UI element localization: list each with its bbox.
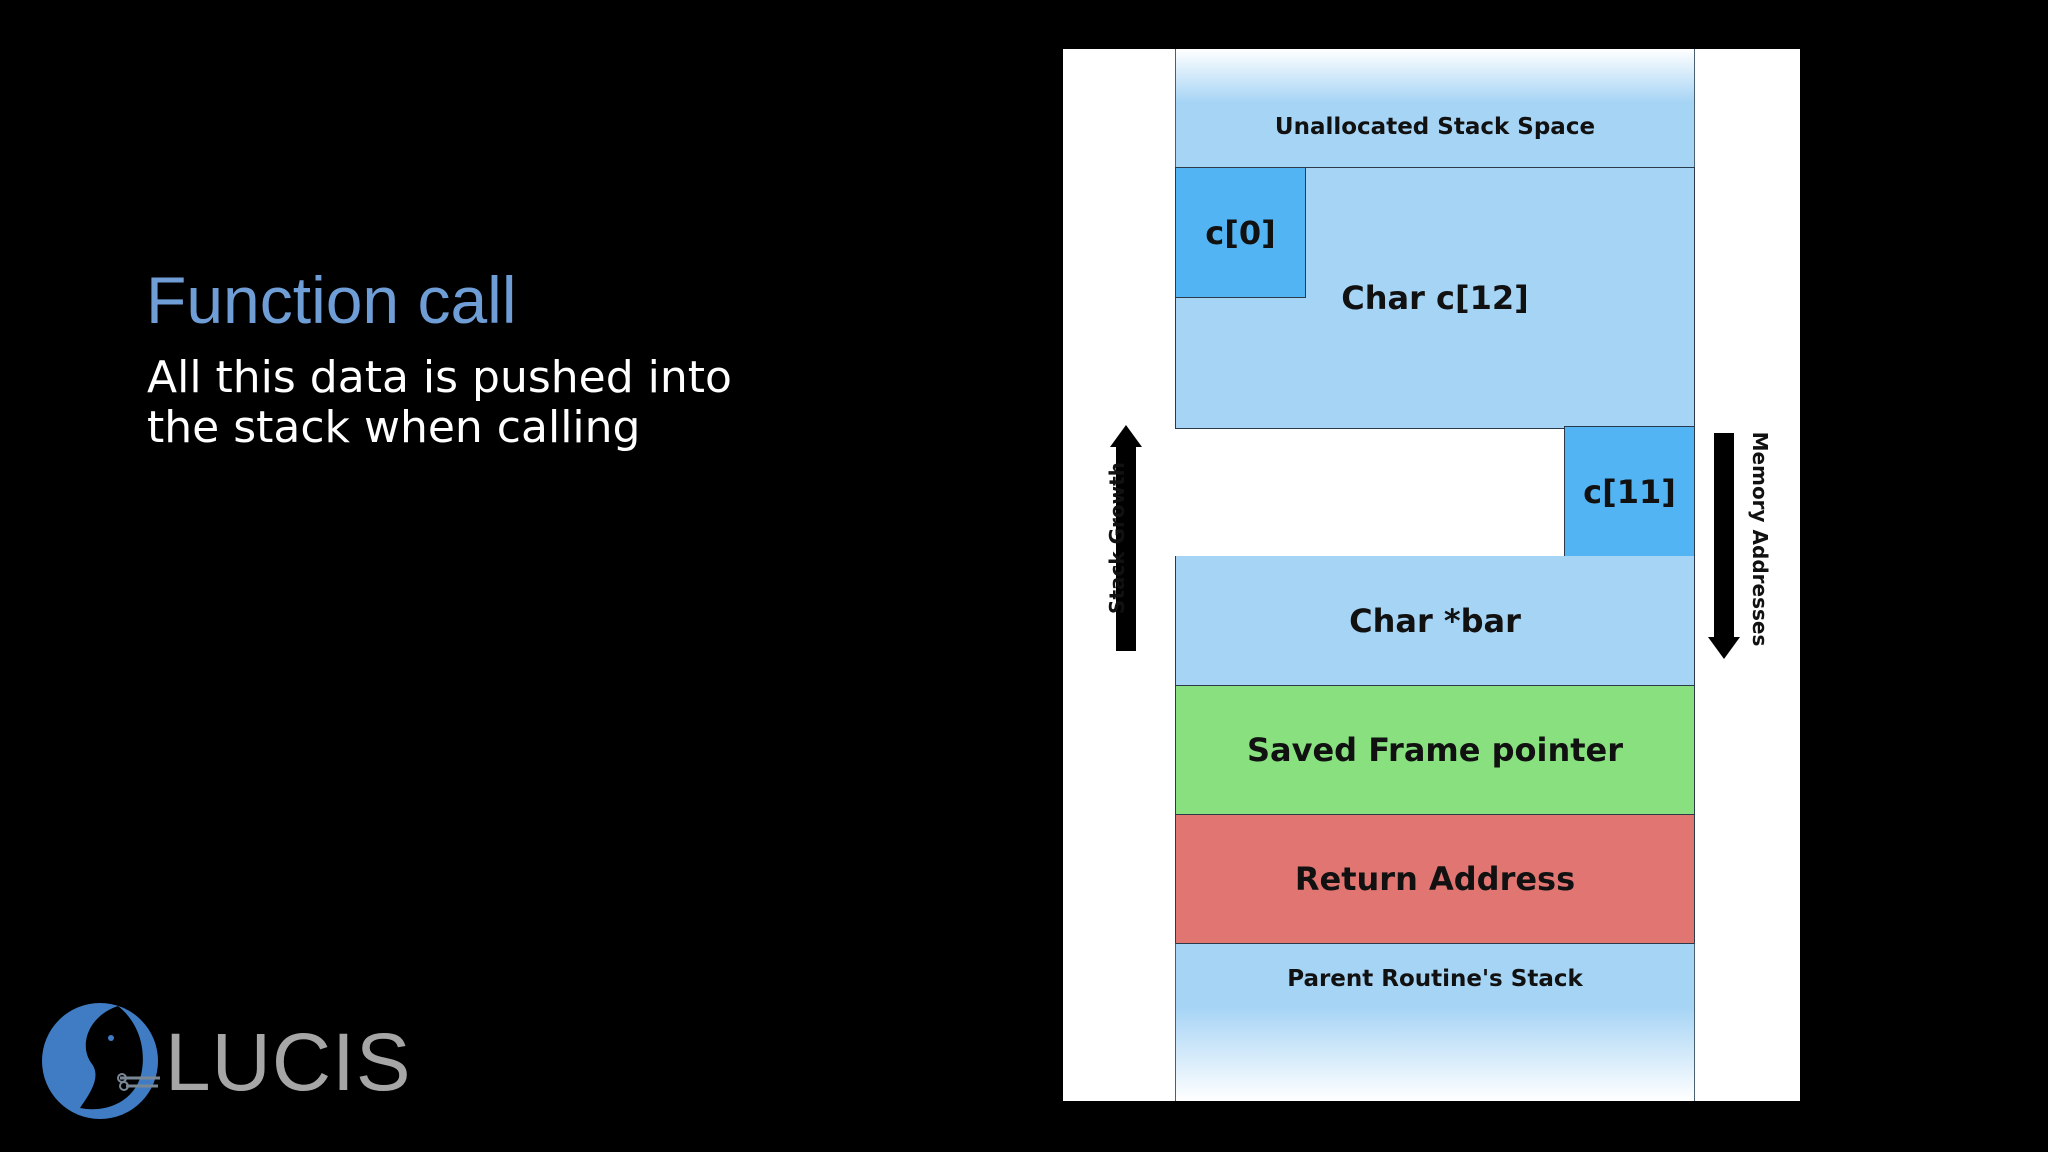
- parent-stack-label: Parent Routine's Stack: [1287, 966, 1583, 992]
- unallocated-stack-block: Unallocated Stack Space: [1175, 49, 1695, 169]
- lucis-logo-text: LUCIS: [165, 1017, 412, 1108]
- stack-growth-label: Stack Growth: [1105, 462, 1129, 614]
- lucis-logo-icon: [42, 1003, 160, 1119]
- stack-growth-arrow-icon: [1110, 425, 1142, 651]
- slide-title: Function call: [146, 263, 517, 337]
- char-array-label: Char c[12]: [1341, 279, 1529, 317]
- array-first-element: c[0]: [1175, 167, 1306, 298]
- unallocated-stack-label: Unallocated Stack Space: [1274, 113, 1596, 140]
- char-pointer-block: Char *bar: [1175, 556, 1695, 686]
- char-pointer-label: Char *bar: [1349, 601, 1521, 640]
- array-first-element-label: c[0]: [1205, 213, 1276, 252]
- return-address-label: Return Address: [1294, 860, 1576, 898]
- array-last-element: c[11]: [1564, 426, 1695, 557]
- return-address-block: Return Address: [1175, 814, 1695, 944]
- saved-frame-pointer-block: Saved Frame pointer: [1175, 685, 1695, 815]
- parent-stack-block: Parent Routine's Stack: [1175, 943, 1695, 1101]
- stack-diagram: Unallocated Stack Space Char c[12] c[0] …: [1063, 49, 1800, 1101]
- slide-body-text: All this data is pushed into the stack w…: [147, 352, 732, 453]
- memory-addresses-label: Memory Addresses: [1748, 431, 1772, 647]
- stack-column: Unallocated Stack Space Char c[12] c[0] …: [1175, 49, 1697, 1101]
- saved-frame-pointer-label: Saved Frame pointer: [1246, 731, 1624, 769]
- memory-addresses-arrow-icon: [1708, 433, 1740, 659]
- array-last-element-label: c[11]: [1583, 472, 1676, 511]
